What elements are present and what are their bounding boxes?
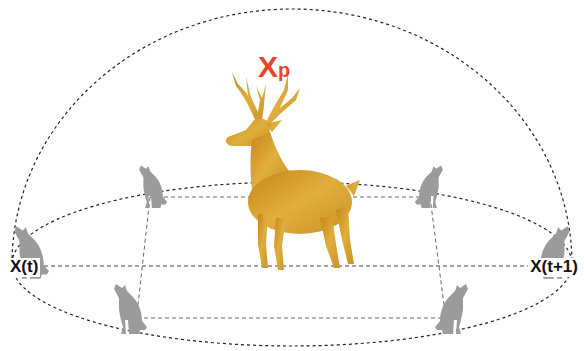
axis-line	[30, 266, 555, 267]
dome-outline	[12, 9, 572, 264]
position-label: X(t+1)	[528, 258, 580, 277]
prey-label: Xp	[258, 50, 290, 83]
position-label: X(t)	[8, 258, 40, 277]
wolf-pack	[14, 165, 569, 334]
prey-deer	[226, 72, 360, 270]
